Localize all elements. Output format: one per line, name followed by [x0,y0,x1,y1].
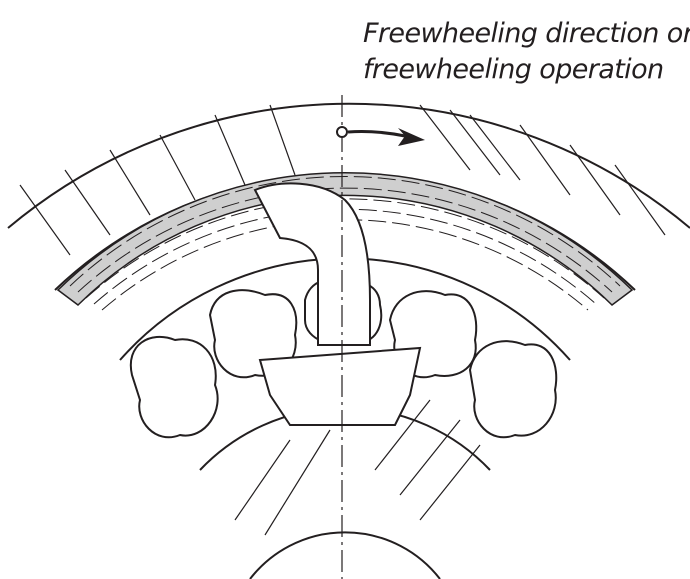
sprag-left-outer [129,335,219,439]
lubricant-fill [56,172,634,306]
inner-ring-bore [249,531,441,579]
outer-ring-outline [7,102,690,229]
pin-body [253,182,371,346]
outer-ring-hatching [19,104,666,256]
caption-line-1: Freewheeling direction or [363,18,690,49]
rotation-direction-arrow-icon [336,126,425,146]
sprag-right-outer [468,340,558,439]
locking-pin [253,182,371,346]
caption-line-2: freewheeling operation [363,54,664,85]
inner-ring-hatching [234,399,481,536]
retainer-block [258,346,422,426]
pivot-point-icon [336,126,348,138]
sprag-left-inner [208,289,298,379]
inner-ring [199,399,491,579]
